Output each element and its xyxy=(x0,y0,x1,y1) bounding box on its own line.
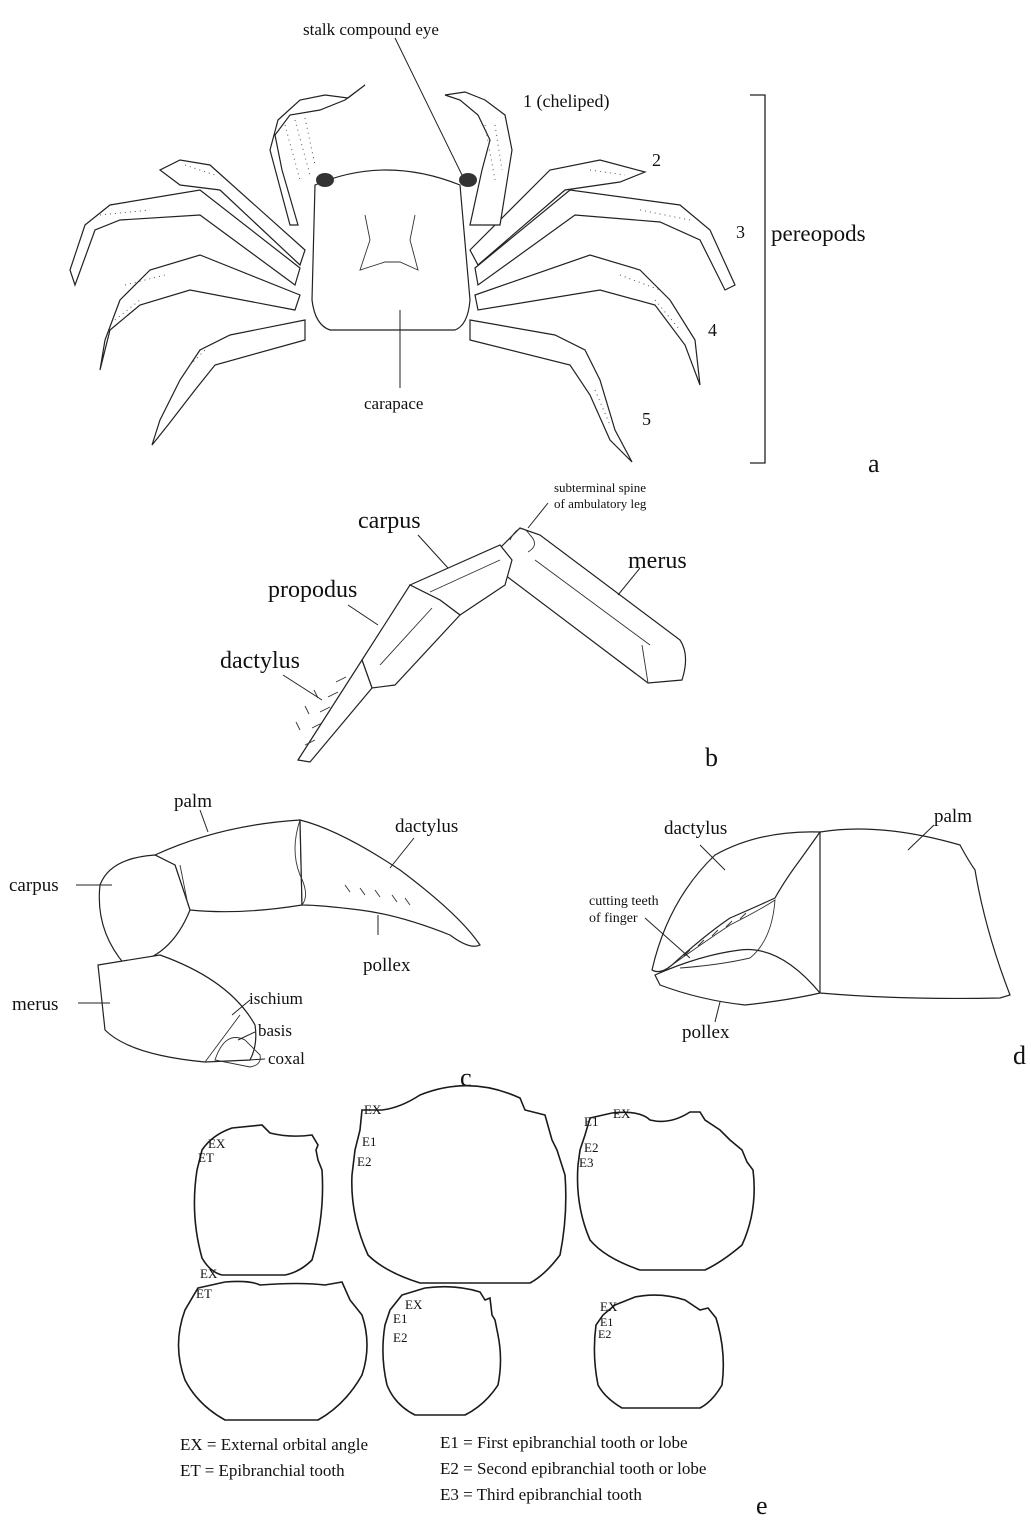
panel-e-carapace-outlines: EX ET EX E1 E2 E1 EX E2 E3 EX ET EX E1 E… xyxy=(179,1086,768,1520)
dactylus-label-c: dactylus xyxy=(395,816,458,837)
spine-label-line1: subterminal spine xyxy=(554,480,646,495)
carapace-label: carapace xyxy=(364,394,423,413)
carpus-label-b: carpus xyxy=(358,508,421,534)
leg-4-label: 4 xyxy=(708,320,717,340)
c3-label-e2: E2 xyxy=(584,1140,598,1155)
carapace-outline-3 xyxy=(578,1112,755,1270)
legend-et: ET = Epibranchial tooth xyxy=(180,1461,345,1480)
teeth-label-line2: of finger xyxy=(589,911,638,926)
legend-ex: EX = External orbital angle xyxy=(180,1435,368,1454)
c2-label-e1: E1 xyxy=(362,1134,376,1149)
carapace-shape xyxy=(312,170,470,330)
leg-5-label: 5 xyxy=(642,409,651,429)
coxal-label-c: coxal xyxy=(268,1049,305,1068)
c3-label-e3: E3 xyxy=(579,1155,593,1170)
dactylus-label-b: dactylus xyxy=(220,648,300,674)
panel-c-letter: c xyxy=(460,1063,472,1092)
leg-2-label: 2 xyxy=(652,150,661,170)
dactylus-label-d: dactylus xyxy=(664,818,727,839)
c3-label-ex: EX xyxy=(613,1106,631,1121)
propodus-label-b: propodus xyxy=(268,577,357,603)
right-legs xyxy=(470,160,735,462)
panel-a-letter: a xyxy=(868,449,880,478)
spine-label-line2: of ambulatory leg xyxy=(554,496,647,511)
carapace-outline-5 xyxy=(383,1287,501,1415)
basis-label-c: basis xyxy=(258,1021,292,1040)
panel-a-crab-illustration: stalk compound eye 1 (cheliped) 2 3 4 5 … xyxy=(70,20,880,478)
c6-label-ex: EX xyxy=(600,1299,618,1314)
c4-label-ex: EX xyxy=(200,1266,218,1281)
pereopods-label: pereopods xyxy=(771,221,866,246)
legend-e2: E2 = Second epibranchial tooth or lobe xyxy=(440,1459,706,1478)
ischium-label-c: ischium xyxy=(249,989,303,1008)
palm-label-c: palm xyxy=(174,791,212,812)
merus-label-b: merus xyxy=(628,548,687,574)
left-eye-icon xyxy=(316,173,334,187)
c2-label-ex: EX xyxy=(364,1102,382,1117)
panel-b-leg-illustration: subterminal spine of ambulatory leg carp… xyxy=(220,480,718,772)
c5-label-e2: E2 xyxy=(393,1330,407,1345)
c5-label-e1: E1 xyxy=(393,1311,407,1326)
carapace-outline-2 xyxy=(352,1086,566,1283)
legend-e3: E3 = Third epibranchial tooth xyxy=(440,1485,642,1504)
panel-d-chela-illustration: dactylus palm cutting teeth of finger po… xyxy=(589,806,1026,1070)
teeth-label-line1: cutting teeth xyxy=(589,894,659,909)
c4-label-et: ET xyxy=(196,1286,212,1301)
c5-label-ex: EX xyxy=(405,1297,423,1312)
legend-e1: E1 = First epibranchial tooth or lobe xyxy=(440,1433,688,1452)
left-legs xyxy=(70,160,305,445)
carapace-outline-4 xyxy=(179,1281,368,1420)
pollex-label-d: pollex xyxy=(682,1022,730,1043)
c1-label-ex: EX xyxy=(208,1136,226,1151)
stalk-eye-label: stalk compound eye xyxy=(303,20,439,39)
panel-c-cheliped-illustration: palm dactylus carpus pollex merus ischiu… xyxy=(9,791,480,1092)
panel-e-letter: e xyxy=(756,1491,768,1520)
leg-3-label: 3 xyxy=(736,222,745,242)
c2-label-e2: E2 xyxy=(357,1154,371,1169)
merus-label-c: merus xyxy=(12,994,58,1015)
pereopods-bracket xyxy=(750,95,765,463)
c3-label-e1: E1 xyxy=(584,1114,598,1129)
pollex-label-c: pollex xyxy=(363,955,411,976)
c6-label-e2: E2 xyxy=(598,1327,611,1341)
panel-b-letter: b xyxy=(705,743,718,772)
leg-1-label: 1 (cheliped) xyxy=(523,91,609,112)
panel-d-letter: d xyxy=(1013,1041,1026,1070)
palm-label-d: palm xyxy=(934,806,972,827)
carpus-label-c: carpus xyxy=(9,875,59,896)
c1-label-et: ET xyxy=(198,1150,214,1165)
